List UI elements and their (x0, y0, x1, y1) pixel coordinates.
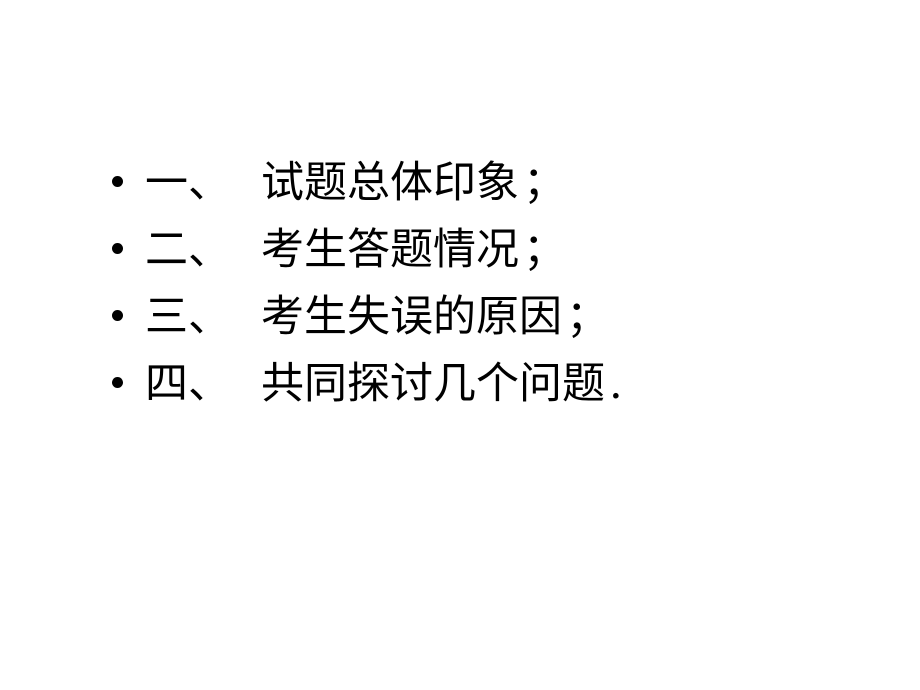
list-item[interactable]: 三、考生失误的原因； (100, 284, 860, 351)
list-item-enumerator: 三、 (145, 292, 231, 342)
list-item-body: 共同探讨几个问题 (261, 359, 605, 409)
list-item-enumerator: 一、 (145, 158, 231, 208)
list-item[interactable]: 四、共同探讨几个问题. (100, 351, 860, 418)
content-placeholder: 一、试题总体印象； 二、考生答题情况； 三、考生失误的原因； 四、共同探讨几个问… (100, 150, 860, 418)
list-item-punctuation: . (609, 359, 623, 409)
bullet-point-icon (100, 352, 145, 419)
list-item[interactable]: 一、试题总体印象； (100, 150, 860, 217)
list-item-body: 考生答题情况 (261, 225, 519, 275)
list-item-enumerator: 四、 (145, 359, 231, 409)
list-item-punctuation: ； (566, 292, 609, 342)
list-item-body: 试题总体印象 (261, 158, 519, 208)
list-item-text: 三、考生失误的原因； (145, 284, 860, 351)
list-item-text: 四、共同探讨几个问题. (145, 351, 860, 418)
bullet-point-icon (100, 285, 145, 352)
list-item-body: 考生失误的原因 (261, 292, 562, 342)
list-item[interactable]: 二、考生答题情况； (100, 217, 860, 284)
list-item-text: 一、试题总体印象； (145, 150, 860, 217)
list-item-enumerator: 二、 (145, 225, 231, 275)
bullet-point-icon (100, 218, 145, 285)
list-item-punctuation: ； (523, 158, 566, 208)
list-item-punctuation: ； (523, 225, 566, 275)
bullet-point-icon (100, 151, 145, 218)
list-item-text: 二、考生答题情况； (145, 217, 860, 284)
bullet-list: 一、试题总体印象； 二、考生答题情况； 三、考生失误的原因； 四、共同探讨几个问… (100, 150, 860, 418)
